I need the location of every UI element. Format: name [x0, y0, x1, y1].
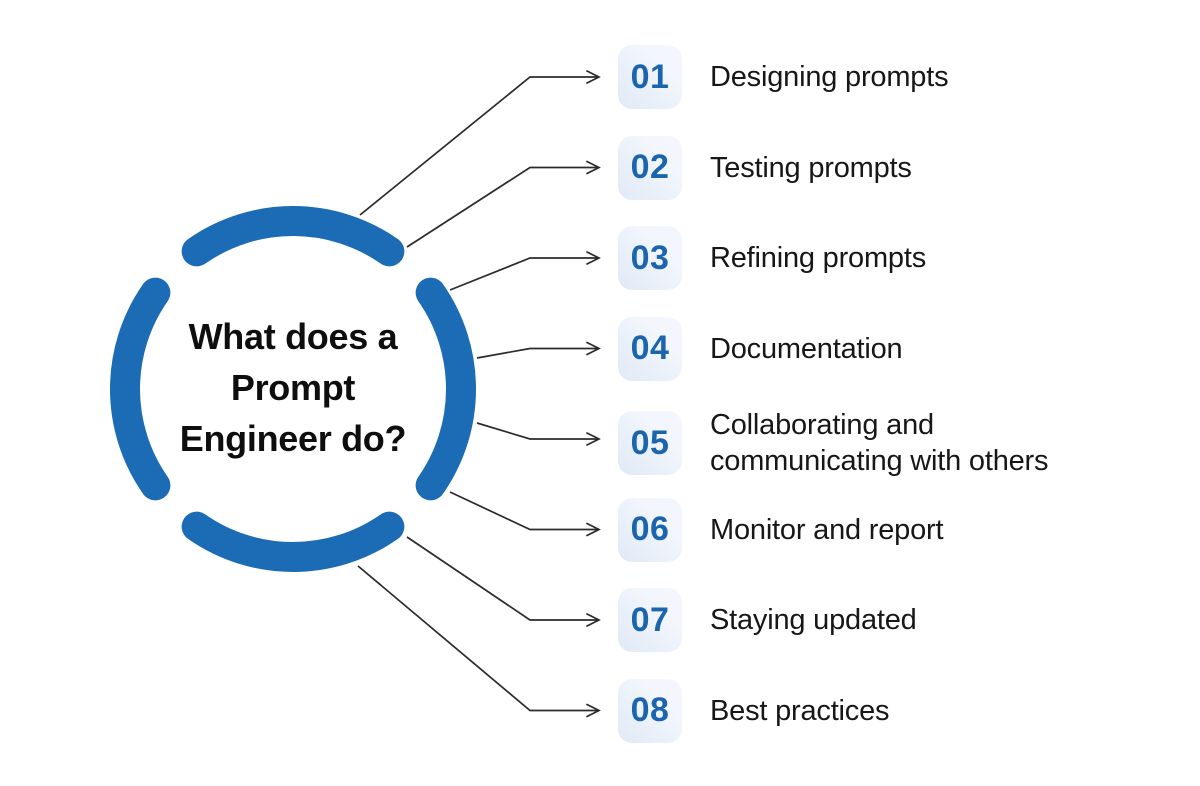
item-number-badge: 05 [618, 411, 682, 475]
item-label: Best practices [710, 694, 890, 727]
item-number-badge: 06 [618, 497, 682, 562]
item-label: Refining prompts [710, 242, 927, 274]
connector-arrows [357, 70, 601, 718]
list-item: 06 Monitor and report [618, 497, 944, 562]
list-item: 01 Designing prompts [618, 45, 949, 109]
item-label: Designing prompts [710, 61, 949, 93]
connector-arrow [449, 251, 601, 291]
connector-arrow [406, 160, 601, 248]
list-item: 04 Documentation [618, 316, 903, 381]
connector-arrow [357, 565, 601, 718]
list-item: 05 Collaborating and communicating with … [618, 407, 1049, 479]
connector-arrow [449, 491, 601, 537]
item-label: Testing prompts [710, 151, 912, 184]
item-label: Documentation [710, 332, 903, 365]
center-title: What does a Prompt Engineer do? [179, 316, 407, 459]
connector-arrow [476, 341, 601, 359]
list-item: 07 Staying updated [618, 588, 917, 652]
list-item: 02 Testing prompts [618, 135, 912, 200]
item-number-badge: 01 [618, 45, 682, 109]
connector-arrow [476, 422, 601, 446]
item-number-badge: 08 [618, 678, 682, 743]
item-label: Monitor and report [710, 513, 944, 546]
center-circle-ring [110, 206, 476, 572]
item-number-badge: 04 [618, 316, 682, 381]
item-number-badge: 07 [618, 588, 682, 652]
item-number-badge: 03 [618, 226, 682, 290]
item-label: Staying updated [710, 604, 917, 636]
list-item: 03 Refining prompts [618, 226, 926, 290]
item-label: Collaborating and communicating with oth… [710, 409, 1049, 477]
item-number-badge: 02 [618, 135, 682, 200]
list-item: 08 Best practices [618, 678, 890, 743]
connector-arrow [359, 70, 601, 216]
connector-arrow [406, 536, 601, 627]
